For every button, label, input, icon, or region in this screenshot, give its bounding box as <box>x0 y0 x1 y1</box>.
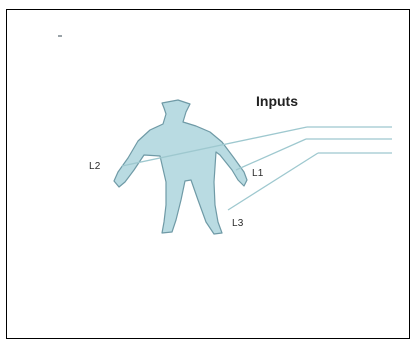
diagram-title: Inputs <box>256 93 298 109</box>
lead-wire-l1 <box>236 139 306 170</box>
lead-label-l1: L1 <box>252 168 264 179</box>
lead-label-l2: L2 <box>89 161 101 172</box>
human-figure <box>114 100 247 234</box>
lead-label-l3: L3 <box>232 218 244 229</box>
